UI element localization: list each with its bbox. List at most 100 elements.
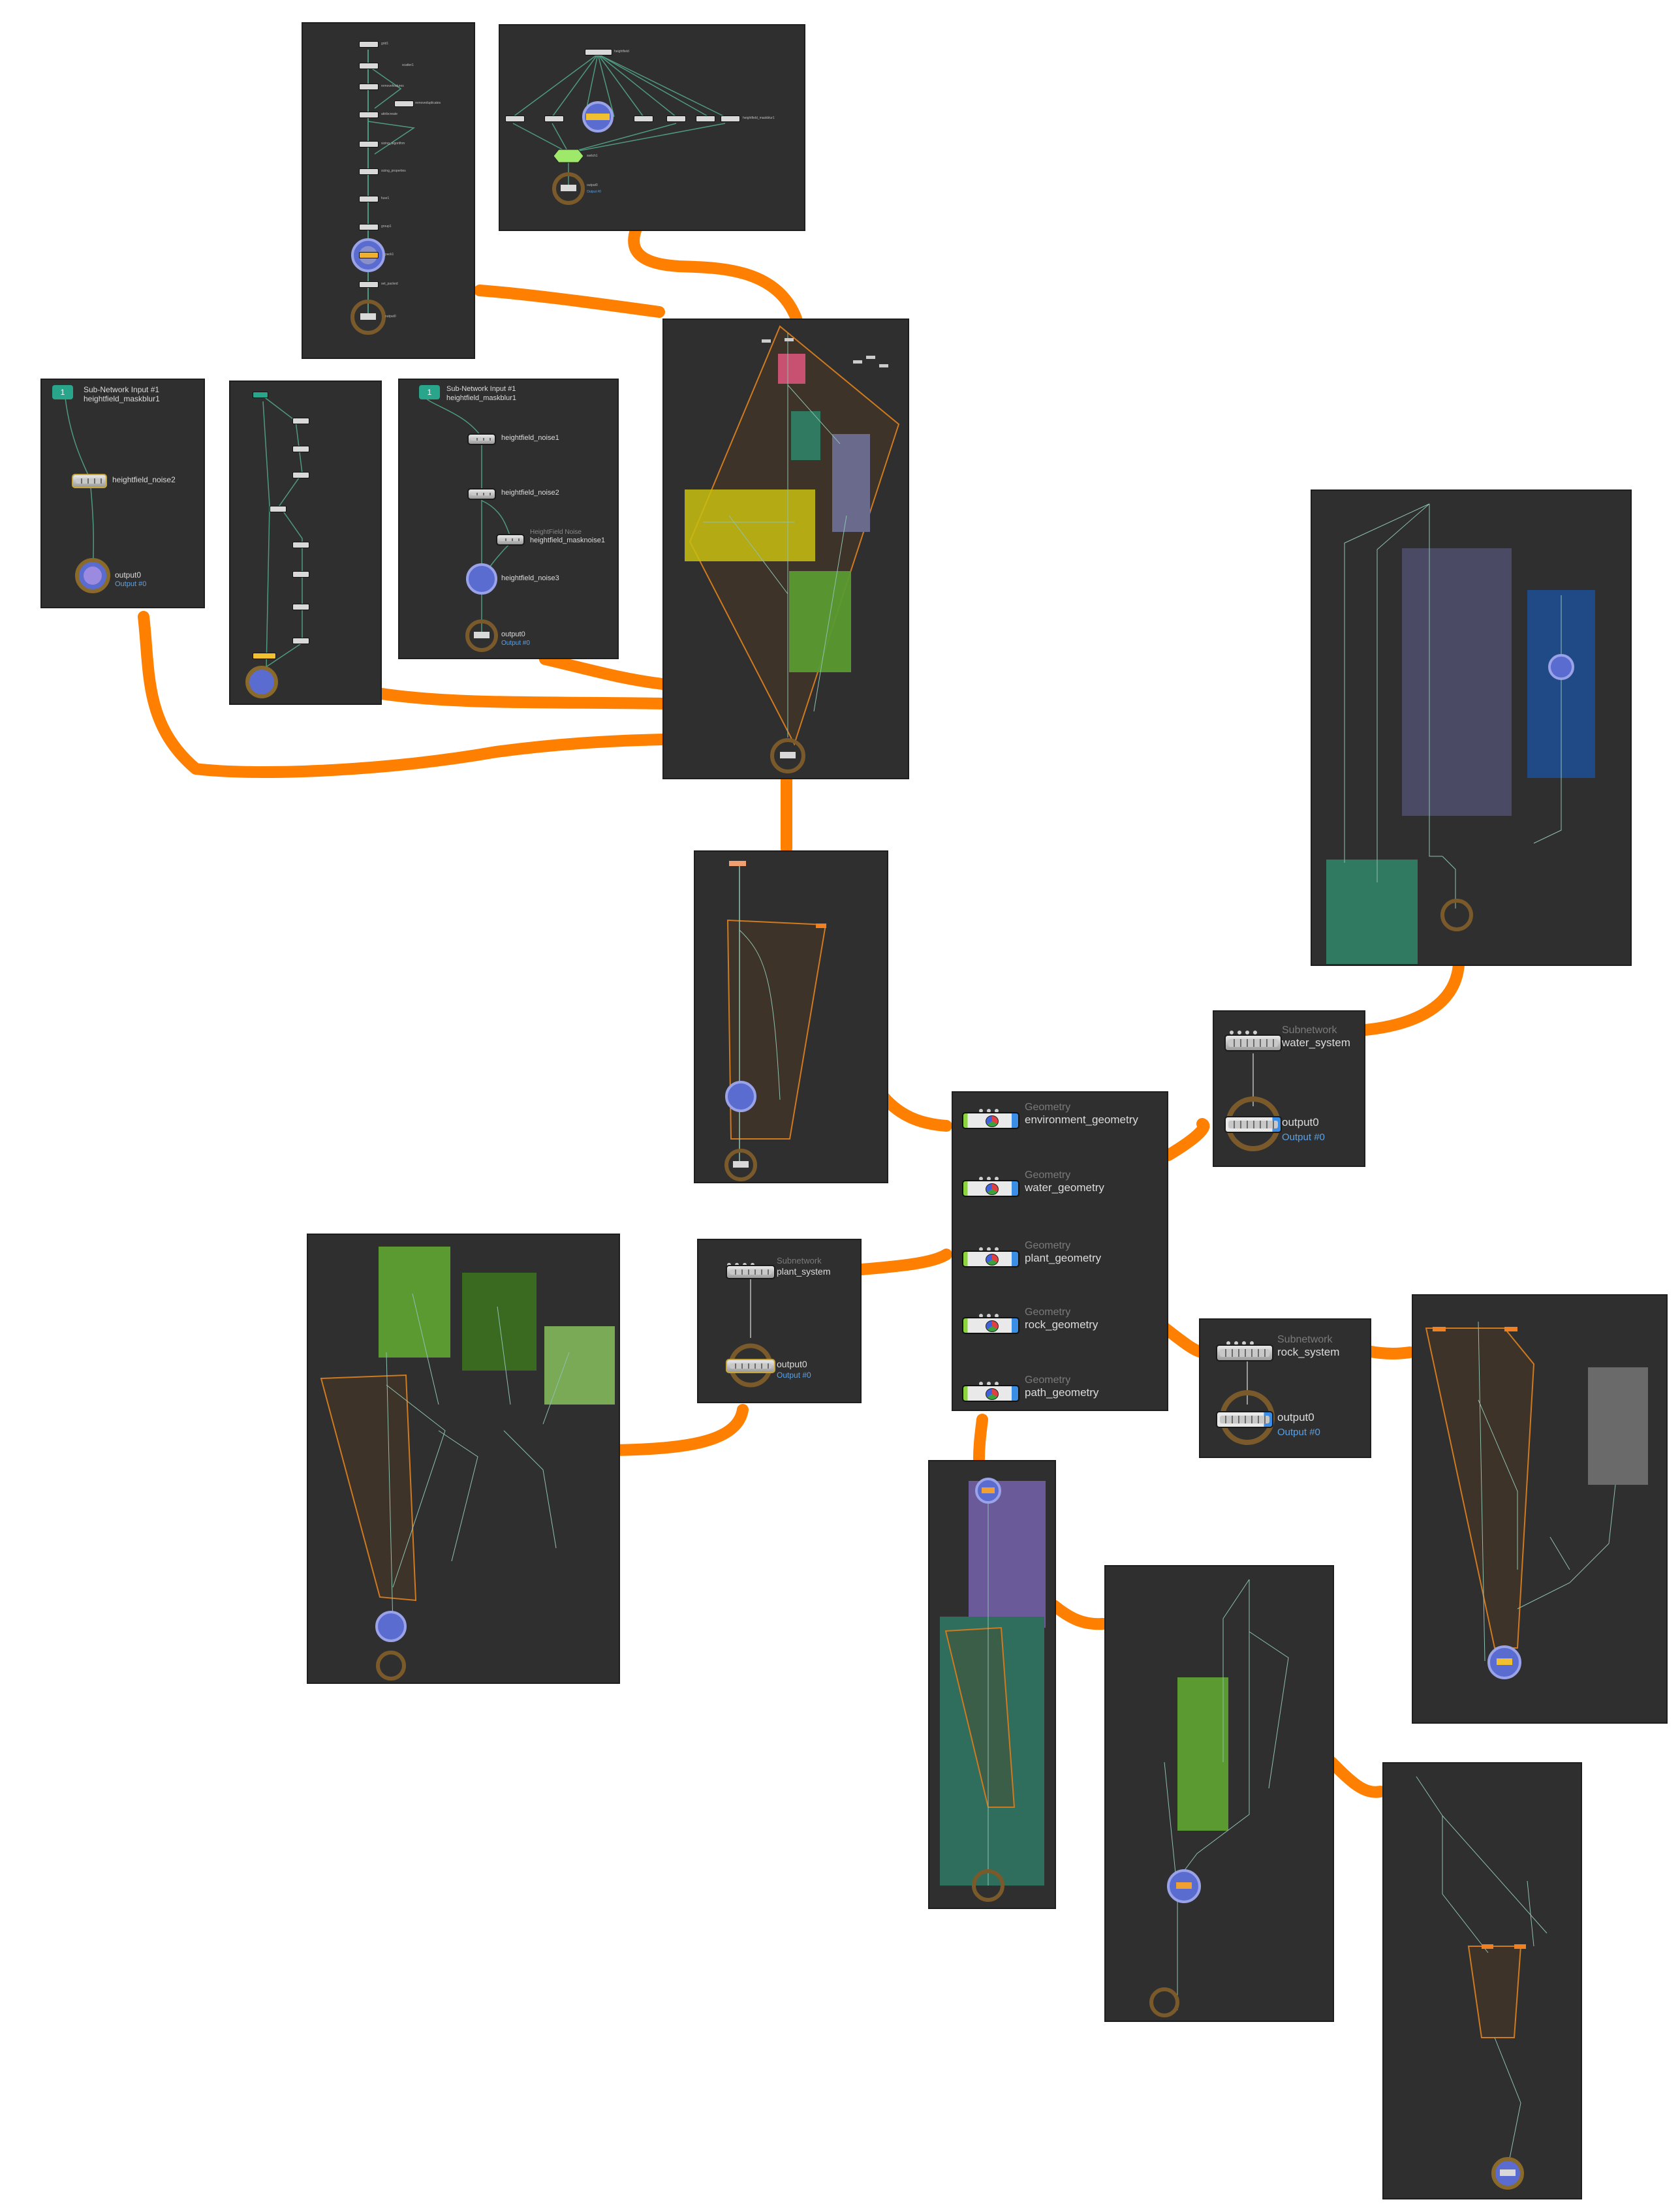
network-panel-heightfield-switch[interactable]: heightfield heightfield_maskblur1 switch… bbox=[499, 24, 805, 231]
node-hf-a[interactable] bbox=[505, 116, 525, 122]
label-output0: output0 bbox=[1277, 1411, 1314, 1423]
node-pack[interactable] bbox=[359, 252, 379, 258]
node-mask-2[interactable] bbox=[292, 446, 309, 452]
node-set-packed[interactable] bbox=[359, 281, 379, 288]
node-sizing-properties[interactable] bbox=[359, 168, 379, 175]
node-hf-e[interactable] bbox=[696, 116, 715, 122]
node-group[interactable] bbox=[359, 224, 379, 230]
wire-plant-to-geometry bbox=[856, 1249, 952, 1275]
label-heightfield-noise2: heightfield_noise2 bbox=[501, 489, 559, 497]
node-water-geometry[interactable] bbox=[962, 1180, 1019, 1197]
node-removeduplicates[interactable] bbox=[394, 101, 414, 107]
plant-category: Geometry bbox=[1025, 1240, 1071, 1251]
node-hf-c[interactable] bbox=[634, 116, 653, 122]
wire-env-to-geometry bbox=[879, 1092, 952, 1132]
main-geometry-network[interactable]: Geometry environment_geometry Geometry w… bbox=[952, 1091, 1168, 1411]
node-hf-d[interactable] bbox=[666, 116, 686, 122]
network-panel-noise[interactable]: 1 Sub-Network Input #1 heightfield_maskb… bbox=[398, 379, 619, 659]
network-panel-plant[interactable] bbox=[307, 1234, 620, 1684]
water-system-name: water_system bbox=[1282, 1036, 1350, 1049]
node-plant-system[interactable] bbox=[726, 1265, 775, 1279]
label-output-sub: Output #0 bbox=[1277, 1427, 1320, 1438]
label-heightfield-noise1: heightfield_noise1 bbox=[501, 434, 559, 442]
node-heightfield-noise1[interactable] bbox=[467, 433, 496, 445]
rock-name: rock_geometry bbox=[1025, 1318, 1098, 1331]
network-panel-path-detail[interactable] bbox=[1382, 1762, 1582, 2199]
network-panel-rock[interactable] bbox=[1412, 1294, 1668, 1724]
label-output-sub: Output #0 bbox=[587, 190, 601, 194]
subnetwork-input-icon[interactable]: 1 bbox=[419, 385, 440, 399]
node-output0[interactable] bbox=[726, 1359, 775, 1373]
node-removefeatures[interactable] bbox=[359, 84, 379, 90]
node-heightfield-masknoise1[interactable] bbox=[496, 534, 525, 546]
label-output0: output0 bbox=[587, 183, 598, 187]
node-input[interactable] bbox=[253, 392, 268, 398]
network-panel-path-sub[interactable] bbox=[1104, 1565, 1334, 2022]
network-panel-maskblur[interactable]: 1 Sub-Network Input #1 heightfield_maskb… bbox=[40, 379, 205, 608]
node-mask-4[interactable] bbox=[270, 506, 287, 512]
node-grid[interactable] bbox=[359, 41, 379, 48]
node-plant-geometry[interactable] bbox=[962, 1251, 1019, 1267]
wire-path-to-geometry bbox=[973, 1414, 988, 1465]
label-grid1: grid1 bbox=[381, 42, 389, 46]
node-path-geometry[interactable] bbox=[962, 1385, 1019, 1402]
water-name: water_geometry bbox=[1025, 1181, 1104, 1194]
network-panel-scatter-chain[interactable]: grid1 scatter1 removefeatures removedupl… bbox=[302, 22, 475, 359]
input-name: heightfield_maskblur1 bbox=[446, 394, 517, 402]
subnetwork-input-icon[interactable]: 1 bbox=[52, 385, 73, 399]
env-category: Geometry bbox=[1025, 1102, 1071, 1113]
label-heightfield-noise3: heightfield_noise3 bbox=[501, 574, 559, 582]
label-output0: output0 bbox=[1282, 1116, 1319, 1128]
network-panel-water[interactable] bbox=[1311, 489, 1632, 966]
node-scatter[interactable] bbox=[359, 63, 379, 69]
label-pack1: pack1 bbox=[385, 253, 394, 256]
input-name: heightfield_maskblur1 bbox=[84, 394, 160, 403]
network-panel-terrain[interactable] bbox=[662, 318, 909, 779]
label-removefeatures: removefeatures bbox=[381, 84, 404, 88]
label-heightfield-noise2: heightfield_noise2 bbox=[112, 475, 176, 484]
node-water-system[interactable] bbox=[1224, 1034, 1282, 1051]
label-output-sub: Output #0 bbox=[777, 1371, 811, 1380]
network-panel-mask-chain[interactable] bbox=[229, 381, 382, 705]
node-sizing-algorithm[interactable] bbox=[359, 141, 379, 148]
node-rock-system[interactable] bbox=[1216, 1344, 1273, 1361]
wire-plantpanel-to-plantsys bbox=[608, 1404, 749, 1456]
node-hf-f[interactable] bbox=[721, 116, 740, 122]
node-mask-6[interactable] bbox=[292, 571, 309, 578]
dots-plant bbox=[979, 1243, 1003, 1251]
node-environment-geometry[interactable] bbox=[962, 1112, 1019, 1129]
node-mask-7[interactable] bbox=[292, 604, 309, 610]
wire-mid-panel-to-center bbox=[376, 688, 668, 709]
wire-rock-to-geometry bbox=[1159, 1322, 1208, 1358]
node-attribcreate[interactable] bbox=[359, 112, 379, 118]
wire-water-to-geometry bbox=[1162, 1118, 1210, 1161]
label-scatter1: scatter1 bbox=[402, 63, 414, 67]
node-output0[interactable] bbox=[1224, 1116, 1282, 1133]
env-name: environment_geometry bbox=[1025, 1113, 1138, 1126]
wire-waterpanel-to-watersys bbox=[1360, 959, 1465, 1036]
node-heightfield-noise2[interactable] bbox=[72, 474, 107, 488]
node-fuse[interactable] bbox=[359, 196, 379, 202]
node-mask-3[interactable] bbox=[292, 472, 309, 478]
wire-topleft-to-center bbox=[474, 285, 665, 318]
subnet-water-system[interactable]: Subnetwork water_system output0 Output #… bbox=[1213, 1010, 1365, 1167]
subnet-rock-system[interactable]: Subnetwork rock_system output0 Output #0 bbox=[1199, 1318, 1371, 1458]
dots-water bbox=[979, 1172, 1003, 1181]
node-mask-8[interactable] bbox=[292, 638, 309, 644]
label-attribcreate: attribcreate bbox=[381, 112, 398, 116]
subnet-plant-system[interactable]: Subnetwork plant_system output0 Output #… bbox=[697, 1239, 862, 1403]
node-hf-b[interactable] bbox=[544, 116, 564, 122]
node-output0[interactable] bbox=[1216, 1411, 1273, 1428]
node-heightfield-noise2[interactable] bbox=[467, 488, 496, 500]
network-panel-path[interactable] bbox=[928, 1460, 1056, 1909]
network-panel-environment[interactable] bbox=[694, 850, 888, 1183]
node-mask-9[interactable] bbox=[253, 653, 276, 659]
node-rock-geometry[interactable] bbox=[962, 1317, 1019, 1334]
wire-subpanel-to-rightpanel bbox=[1326, 1756, 1386, 1798]
node-mask-5[interactable] bbox=[292, 542, 309, 548]
label-set-packed: set_packed bbox=[381, 282, 398, 286]
label-heightfield-masknoise1: heightfield_masknoise1 bbox=[530, 536, 605, 544]
node-heightfield[interactable] bbox=[585, 49, 612, 55]
label-output0: output0 bbox=[385, 315, 396, 318]
node-mask-1[interactable] bbox=[292, 418, 309, 424]
